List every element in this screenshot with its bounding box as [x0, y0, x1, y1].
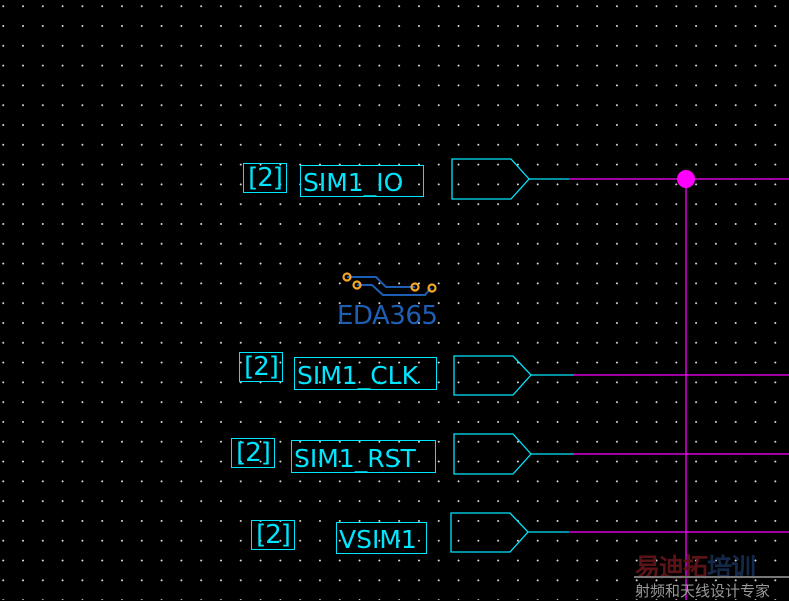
junction-dot[interactable] [677, 170, 695, 188]
port-shape-sim1-rst[interactable] [453, 433, 532, 475]
eda365-logo-text: EDA365 [337, 301, 438, 331]
net-label-sim1-io[interactable]: SIM1_IO [300, 165, 424, 197]
watermark-title: 易迪拓培训 [635, 548, 756, 584]
pad-icon [427, 283, 437, 293]
sheet-ref-vsim1[interactable]: [2] [251, 520, 295, 550]
sheet-ref-sim1-clk[interactable]: [2] [239, 352, 283, 382]
logo-graphic [342, 272, 437, 296]
pad-icon [352, 280, 362, 290]
net-label-sim1-clk[interactable]: SIM1_CLK [294, 357, 437, 390]
port-shape-vsim1[interactable] [450, 512, 529, 553]
pad-icon [410, 282, 420, 292]
sheet-ref-sim1-rst[interactable]: [2] [231, 438, 275, 468]
watermark-subtitle: 射频和天线设计专家 [635, 582, 771, 600]
net-label-sim1-rst[interactable]: SIM1_RST [291, 440, 436, 473]
port-shape-sim1-io[interactable] [451, 158, 530, 200]
sheet-ref-sim1-io[interactable]: [2] [243, 163, 287, 193]
net-label-vsim1[interactable]: VSIM1 [336, 522, 427, 554]
port-shape-sim1-clk[interactable] [453, 355, 532, 396]
pad-icon [342, 272, 352, 282]
watermark-divider [634, 576, 789, 578]
